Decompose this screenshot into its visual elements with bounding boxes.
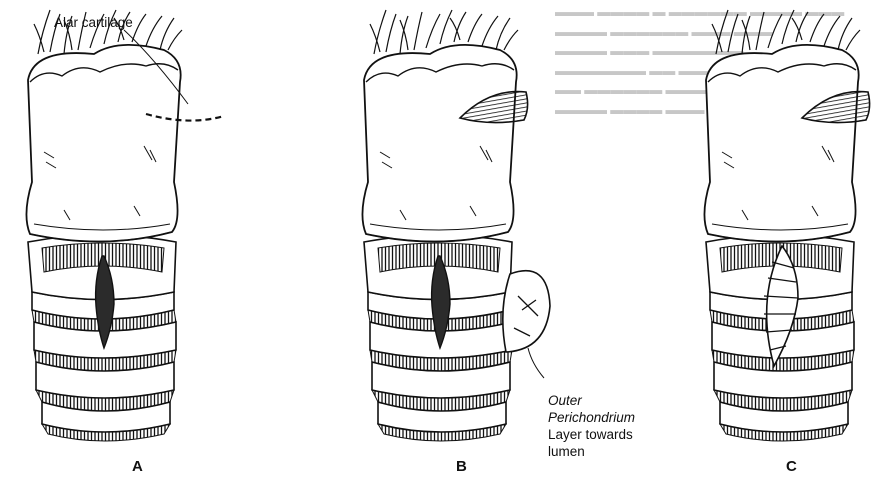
figure-panel-b (362, 10, 550, 441)
panel-label-a: A (132, 458, 143, 475)
figure-panel-a (26, 10, 224, 441)
label-line-perichondrium: Perichondrium (548, 410, 635, 425)
figure-panel-c (704, 10, 869, 441)
label-line-layer-towards: Layer towards (548, 427, 633, 442)
label-line-lumen: lumen (548, 444, 585, 459)
panel-label-c: C (786, 458, 797, 475)
label-line-outer: Outer (548, 393, 582, 408)
panel-label-b: B (456, 458, 467, 475)
outer-perichondrium-label: Outer Perichondrium Layer towards lumen (548, 392, 635, 460)
alar-cartilage-label: Alar cartilage (54, 14, 133, 31)
